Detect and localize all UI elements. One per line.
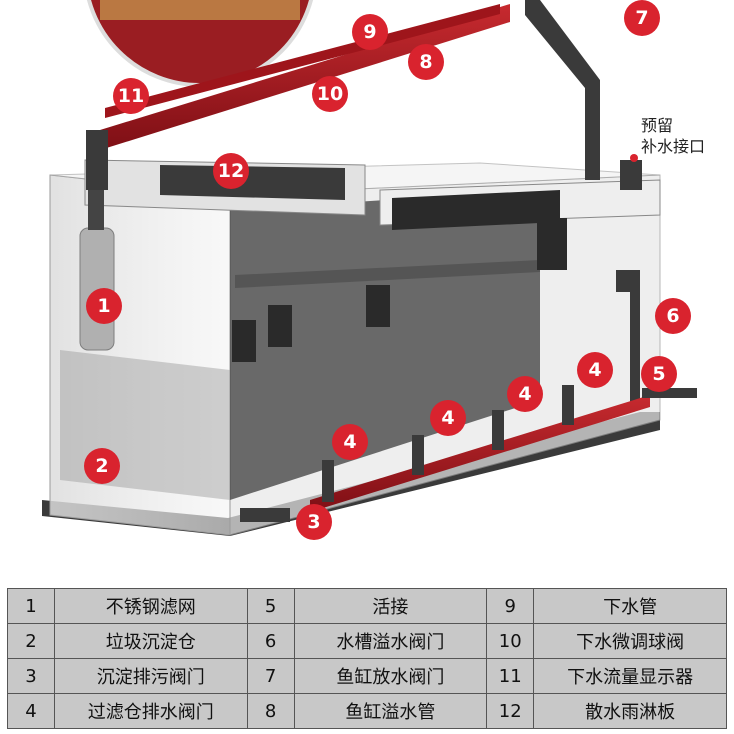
legend-number: 8 [246, 693, 295, 729]
legend-number: 6 [246, 623, 295, 659]
callout-badge: 5 [641, 356, 677, 392]
legend-label: 垃圾沉淀仓 [53, 623, 248, 659]
legend-label: 下水管 [533, 588, 727, 624]
callout-number: 4 [441, 407, 454, 429]
callout-badge: 3 [296, 504, 332, 540]
callout-badge: 1 [86, 288, 122, 324]
legend-number: 1 [7, 588, 55, 624]
legend-number: 11 [486, 658, 535, 694]
legend-number: 12 [486, 693, 535, 729]
legend-number: 4 [7, 693, 55, 729]
callout-number: 2 [95, 455, 108, 477]
annotation-dot [630, 154, 638, 162]
legend-label: 散水雨淋板 [533, 693, 727, 729]
legend-label: 不锈钢滤网 [53, 588, 248, 624]
glass-tank [49, 159, 661, 536]
note-line-1: 预留 [641, 116, 674, 135]
legend-label: 下水流量显示器 [533, 658, 727, 694]
callout-badge: 10 [312, 76, 348, 112]
note-line-2: 补水接口 [641, 137, 706, 156]
zoom-detail [86, 0, 314, 87]
legend-label: 鱼缸溢水管 [293, 693, 488, 729]
callout-badge: 11 [113, 78, 149, 114]
legend-label: 下水微调球阀 [533, 623, 727, 659]
legend-label: 鱼缸放水阀门 [293, 658, 488, 694]
callout-badge: 8 [408, 44, 444, 80]
legend-row: 4 过滤仓排水阀门 8 鱼缸溢水管 12 散水雨淋板 [7, 693, 727, 729]
callout-number: 4 [588, 359, 601, 381]
legend-label: 过滤仓排水阀门 [53, 693, 248, 729]
reserved-refill-port-note: 预留 补水接口 [641, 115, 705, 157]
callout-number: 5 [652, 363, 665, 385]
callout-number: 10 [317, 83, 343, 105]
callout-number: 3 [307, 511, 320, 533]
sump-filter-diagram: 1 2 3 4 4 4 4 5 6 7 8 9 10 11 12 [42, 0, 697, 540]
legend-number: 9 [486, 588, 535, 624]
callout-badge: 4 [507, 376, 543, 412]
callout-number: 4 [343, 431, 356, 453]
callout-badge: 6 [655, 298, 691, 334]
callout-number: 11 [118, 85, 144, 107]
legend-number: 7 [246, 658, 295, 694]
legend-number: 2 [7, 623, 55, 659]
legend-number: 5 [246, 588, 295, 624]
callout-number: 7 [635, 7, 648, 29]
callout-number: 6 [666, 305, 679, 327]
callout-number: 4 [518, 383, 531, 405]
legend-label: 水槽溢水阀门 [293, 623, 488, 659]
legend-row: 2 垃圾沉淀仓 6 水槽溢水阀门 10 下水微调球阀 [7, 623, 727, 659]
callout-badge: 9 [352, 14, 388, 50]
callout-number: 1 [97, 295, 110, 317]
callout-number: 12 [218, 160, 244, 182]
callout-badge: 4 [430, 400, 466, 436]
legend-number: 3 [7, 658, 55, 694]
callout-badge: 7 [624, 0, 660, 36]
legend-label: 沉淀排污阀门 [53, 658, 248, 694]
callout-number: 8 [419, 51, 432, 73]
callout-badge: 12 [213, 153, 249, 189]
callout-badge: 4 [332, 424, 368, 460]
callout-badge: 2 [84, 448, 120, 484]
pipes [86, 0, 697, 522]
legend-number: 10 [486, 623, 535, 659]
legend-row: 1 不锈钢滤网 5 活接 9 下水管 [7, 588, 727, 624]
legend-label: 活接 [293, 588, 488, 624]
callout-number: 9 [363, 21, 376, 43]
legend-table: 1 不锈钢滤网 5 活接 9 下水管 2 垃圾沉淀仓 6 水槽溢水阀门 10 下… [7, 588, 727, 729]
callout-badge: 4 [577, 352, 613, 388]
legend-row: 3 沉淀排污阀门 7 鱼缸放水阀门 11 下水流量显示器 [7, 658, 727, 694]
